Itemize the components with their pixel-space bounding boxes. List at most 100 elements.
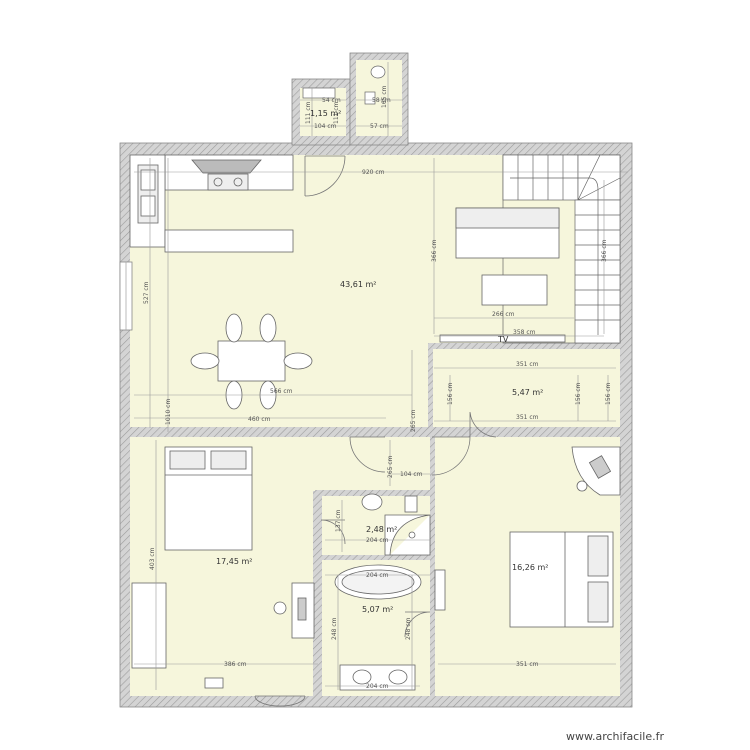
door-bedroom-left (349, 436, 386, 473)
dim-annex-side: 165 cm (381, 85, 388, 108)
tv-label: TV (497, 335, 509, 344)
pillow (587, 535, 609, 577)
dim-hall-h1: 156 cm (447, 382, 454, 405)
door-hall (469, 411, 497, 438)
wall-hall-top (430, 343, 620, 349)
dim-bed-right-w: 351 cm (516, 661, 539, 668)
desk-chair (576, 480, 588, 492)
dim-hall-h3: 156 cm (605, 382, 612, 405)
wall-wc-bath (321, 555, 431, 560)
stairs-winder (577, 154, 621, 201)
dim-dining-width: 566 cm (270, 388, 293, 395)
door-bedroom-right (431, 436, 471, 476)
range-hood (191, 159, 262, 174)
annex-fixtures (302, 65, 386, 105)
dim-hall-width-top: 351 cm (516, 361, 539, 368)
pillow (210, 450, 247, 470)
door-living-annex (304, 155, 346, 197)
annex-radiator (302, 87, 336, 99)
coffee-table (481, 274, 548, 306)
room-area-labels: 43,61 m² 5,47 m² 17,45 m² 16,26 m² 2,48 … (216, 109, 548, 614)
kitchen (129, 154, 294, 253)
dim-wc-w: 204 cm (366, 537, 389, 544)
dim-stair-right: 366 cm (601, 239, 608, 262)
dim-wc-h: 137 cm (335, 509, 342, 532)
sink-basin-1 (140, 169, 156, 191)
interior-walls (130, 343, 620, 696)
dim-sofa-width: 266 cm (492, 311, 515, 318)
wall-center-left (315, 490, 321, 696)
area-bedroom-right: 16,26 m² (512, 563, 548, 572)
towel-rail (434, 569, 446, 611)
burner-2 (233, 177, 243, 187)
dim-stair-left: 366 cm (431, 239, 438, 262)
dim-left-width: 460 cm (248, 416, 271, 423)
living-furniture (190, 207, 566, 410)
dim-bed-left-w: 386 cm (224, 661, 247, 668)
laptop (588, 455, 612, 479)
corridor-floor (313, 437, 432, 491)
wall-living-bottom-mid (385, 427, 430, 437)
dining-table (217, 340, 286, 382)
radiator (204, 677, 224, 689)
area-living: 43,61 m² (340, 280, 376, 289)
dim-corridor-b: 265 cm (387, 455, 394, 478)
area-hall: 5,47 m² (512, 388, 543, 397)
dim-tv-width: 358 cm (513, 329, 536, 336)
area-bedroom-left: 17,45 m² (216, 557, 252, 566)
stairs-top-run (502, 154, 579, 201)
wc-basin (404, 495, 418, 513)
vanity-basin (388, 669, 408, 685)
bedroom-right-furniture (509, 446, 621, 628)
burner-1 (213, 177, 223, 187)
dim-living-width: 920 cm (362, 169, 385, 176)
dim-corridor-w: 104 cm (400, 471, 423, 478)
dining-chair (225, 313, 243, 343)
bedroom-left-furniture (131, 446, 315, 689)
dim-hall-width-bottom: 351 cm (516, 414, 539, 421)
dim-annex-w2: 57 cm (370, 123, 389, 130)
area-wc: 2,48 m² (366, 525, 397, 534)
wall-living-bottom-right (470, 427, 620, 437)
dim-annex-top1: 54 cm (322, 97, 341, 104)
wall-wc-top (315, 490, 433, 496)
watermark: www.archifacile.fr (566, 730, 664, 743)
sanitary-fixtures (334, 493, 446, 691)
desk-chair (273, 601, 287, 615)
bathtub-inner (341, 569, 415, 595)
kitchen-island (164, 229, 294, 253)
doors (119, 155, 497, 707)
dimension-labels: 920 cm 527 cm 366 cm 366 cm 266 cm 358 c… (143, 85, 612, 690)
dim-bath-w: 204 cm (366, 572, 389, 579)
dim-annex-top2: 58 cm (372, 97, 391, 104)
dim-bath-bottom: 204 cm (366, 683, 389, 690)
sofa-back (455, 207, 560, 229)
dim-bed-left-h: 403 cm (149, 547, 156, 570)
stairs-side-run (574, 199, 621, 344)
shower-corner (384, 514, 431, 556)
dim-left-depth: 1010 cm (165, 399, 172, 425)
dim-annex-h2: 111 cm (333, 101, 340, 124)
dim-hall-h2: 156 cm (575, 382, 582, 405)
wall-living-bottom-left (130, 427, 315, 437)
pillow (169, 450, 206, 470)
monitor (297, 597, 307, 621)
wall-center-right (430, 437, 435, 696)
pillow (587, 581, 609, 623)
dining-chair (259, 313, 277, 343)
dim-annex-w1: 104 cm (314, 123, 337, 130)
dimension-lines (134, 62, 628, 690)
staircase (502, 154, 621, 344)
dining-chair (190, 352, 220, 370)
door-bath (404, 611, 431, 638)
tv-unit (439, 334, 566, 343)
vanity-basin (352, 669, 372, 685)
hall-floor (432, 350, 620, 427)
area-annex: 1,15 m² (310, 109, 341, 118)
sink-basin-2 (140, 195, 156, 217)
door-entrance (254, 695, 306, 707)
dim-bath-h-right: 248 cm (405, 617, 412, 640)
wardrobe-left (131, 582, 167, 669)
shower-drain (408, 531, 416, 539)
